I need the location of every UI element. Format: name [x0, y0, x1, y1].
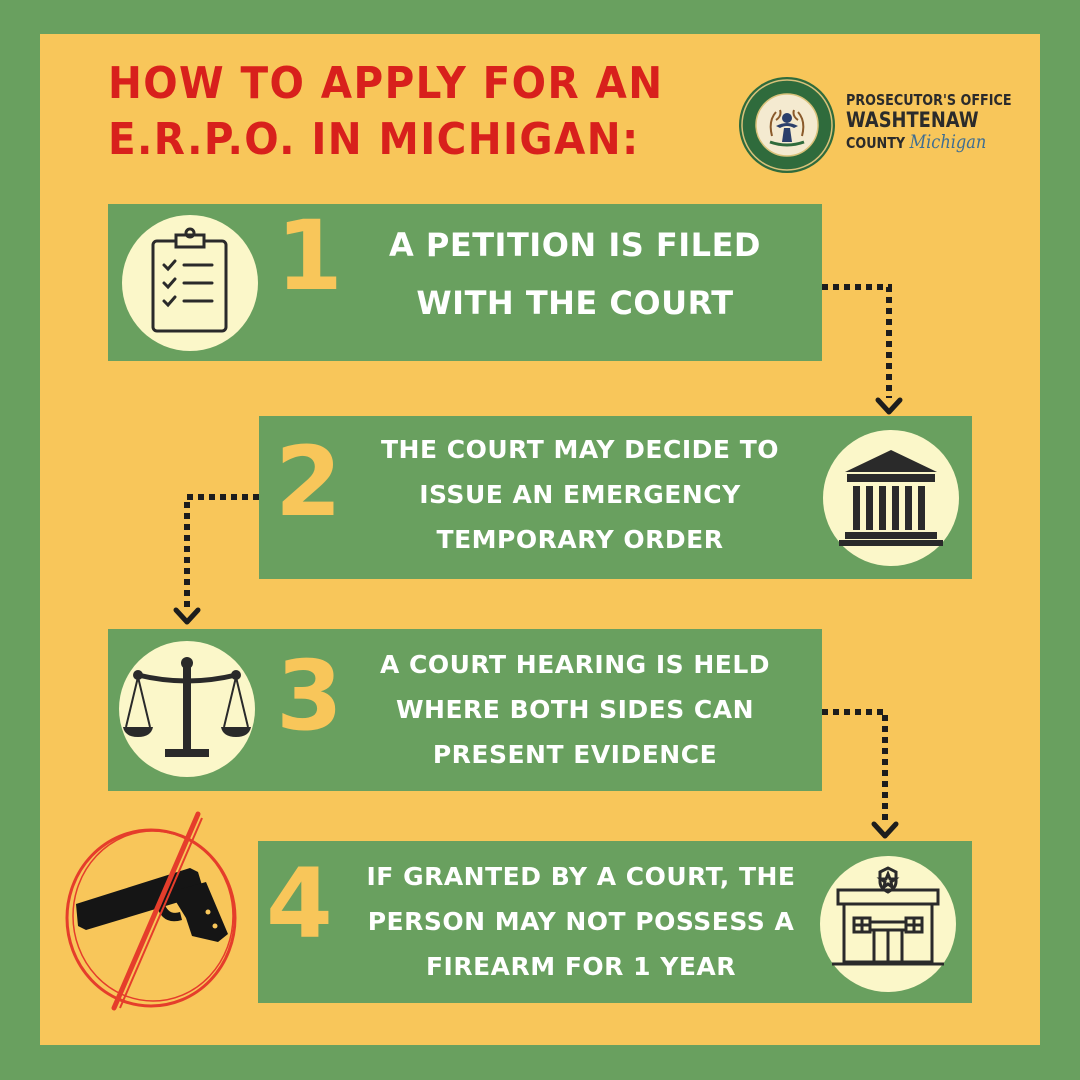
scales-of-justice-icon	[123, 657, 251, 757]
no-firearms-icon	[65, 811, 237, 1011]
step-2-icon-circle	[823, 430, 959, 566]
prosecutor-office-logo-text: PROSECUTOR'S OFFICE WASHTENAW COUNTY Mic…	[846, 91, 1012, 154]
logo-line-2: WASHTENAW	[846, 108, 979, 132]
logo-michigan-script: Michigan	[909, 131, 987, 153]
logo-line-1: PROSECUTOR'S OFFICE	[846, 91, 1012, 109]
step-1-number: 1	[276, 200, 343, 312]
police-station-icon	[832, 866, 944, 966]
connector-2-to-3	[184, 494, 259, 608]
step-2-number: 2	[275, 426, 342, 538]
step-1-text: A PETITION IS FILED WITH THE COURT	[389, 226, 761, 322]
logo-line-3: COUNTY Michigan	[846, 131, 991, 154]
arrowhead-1	[875, 397, 903, 415]
courthouse-icon	[839, 450, 943, 546]
step-4-text: IF GRANTED BY A COURT, THE PERSON MAY NO…	[366, 862, 796, 981]
step-3-text: A COURT HEARING IS HELD WHERE BOTH SIDES…	[379, 650, 771, 769]
connector-3-to-4	[822, 709, 888, 822]
clipboard-checklist-icon	[151, 227, 228, 333]
arrowhead-3	[871, 821, 899, 839]
arrowhead-2	[173, 607, 201, 625]
connector-1-to-2	[822, 284, 892, 398]
step-1-icon-circle	[122, 215, 258, 351]
washtenaw-county-seal-logo	[739, 77, 835, 173]
step-3-icon-circle	[119, 641, 255, 777]
step-2-text: THE COURT MAY DECIDE TO ISSUE AN EMERGEN…	[381, 435, 779, 554]
step-4-icon-circle	[820, 856, 956, 992]
logo-county-word: COUNTY	[846, 134, 906, 152]
title-line-1: HOW TO APPLY FOR AN	[108, 58, 664, 109]
step-3-number: 3	[276, 640, 343, 752]
title-line-2: E.R.P.O. IN MICHIGAN:	[108, 114, 640, 165]
step-4-number: 4	[266, 848, 333, 960]
page-title: HOW TO APPLY FOR AN E.R.P.O. IN MICHIGAN…	[108, 56, 663, 168]
